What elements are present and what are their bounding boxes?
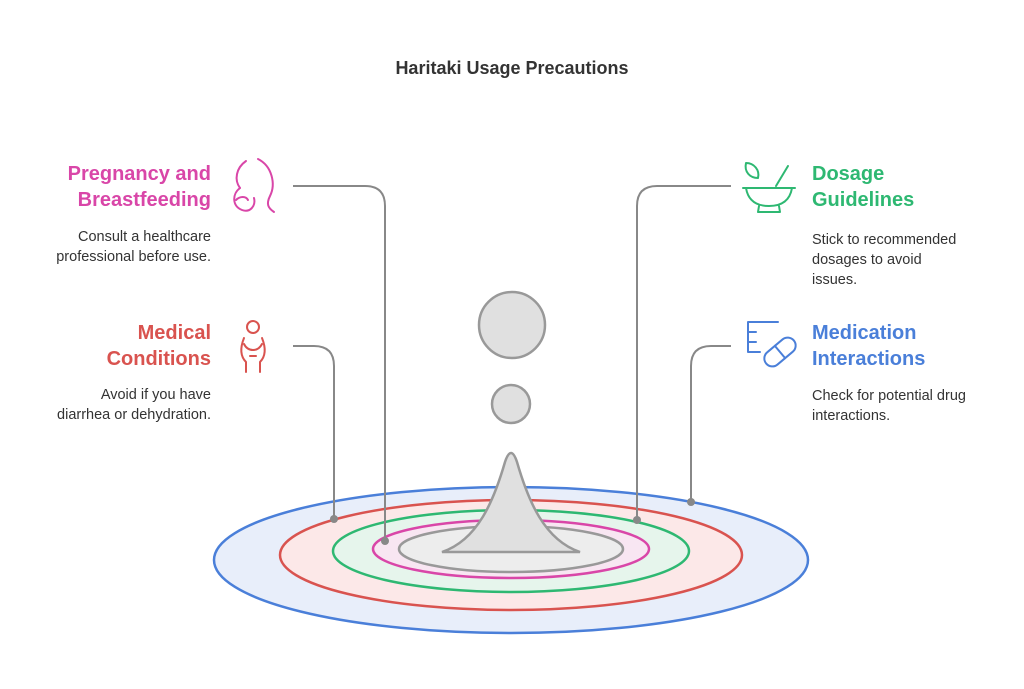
dosage-desc-line-2: dosages to avoid [812, 252, 922, 268]
pill-capsule-icon [747, 321, 797, 368]
dosage-heading-line-1: Dosage [812, 163, 885, 185]
mortar-pestle-icon [742, 162, 796, 213]
medication-desc-line-1: Check for potential drug [812, 388, 966, 404]
dosage-desc-line-1: Stick to recommended [812, 232, 957, 248]
splash-peak [441, 451, 581, 554]
droplet-large [477, 290, 547, 360]
connector-pregnancy [293, 185, 386, 541]
pregnancy-heading-line-1: Pregnancy and [67, 163, 211, 185]
pregnant-person-icon [233, 158, 275, 213]
person-holding-stomach-icon [240, 320, 266, 373]
connector-medication [690, 345, 731, 502]
droplet-small [490, 383, 532, 425]
medical-heading: Medical Conditions [107, 320, 211, 372]
medication-description: Check for potential drug interactions. [812, 386, 966, 426]
pregnancy-desc-line-1: Consult a healthcare [78, 229, 211, 245]
dosage-heading: Dosage Guidelines [812, 161, 914, 213]
medication-heading: Medication Interactions [812, 320, 925, 372]
medical-desc-line-1: Avoid if you have [100, 387, 211, 403]
medical-description: Avoid if you have diarrhea or dehydratio… [57, 385, 211, 425]
connector-dosage [636, 185, 731, 520]
dosage-desc-line-3: issues. [812, 272, 858, 288]
medical-desc-line-2: diarrhea or dehydration. [57, 407, 211, 423]
medication-heading-line-1: Medication [812, 322, 917, 344]
medication-desc-line-2: interactions. [812, 408, 891, 424]
dosage-heading-line-2: Guidelines [812, 189, 915, 211]
medication-heading-line-2: Interactions [812, 348, 926, 370]
pregnancy-heading: Pregnancy and Breastfeeding [68, 161, 211, 213]
pregnancy-heading-line-2: Breastfeeding [77, 189, 211, 211]
dosage-description: Stick to recommended dosages to avoid is… [812, 230, 956, 290]
connector-dot-dosage [633, 516, 641, 524]
connector-dot-pregnancy [381, 537, 389, 545]
medical-heading-line-2: Conditions [106, 348, 211, 370]
diagram-title: Haritaki Usage Precautions [395, 58, 629, 78]
pregnancy-desc-line-2: professional before use. [56, 249, 211, 265]
connector-medical [293, 345, 335, 519]
connector-dot-medication [687, 498, 695, 506]
medical-heading-line-1: Medical [137, 322, 211, 344]
pregnancy-description: Consult a healthcare professional before… [56, 227, 211, 267]
connector-dot-medical [330, 515, 338, 523]
